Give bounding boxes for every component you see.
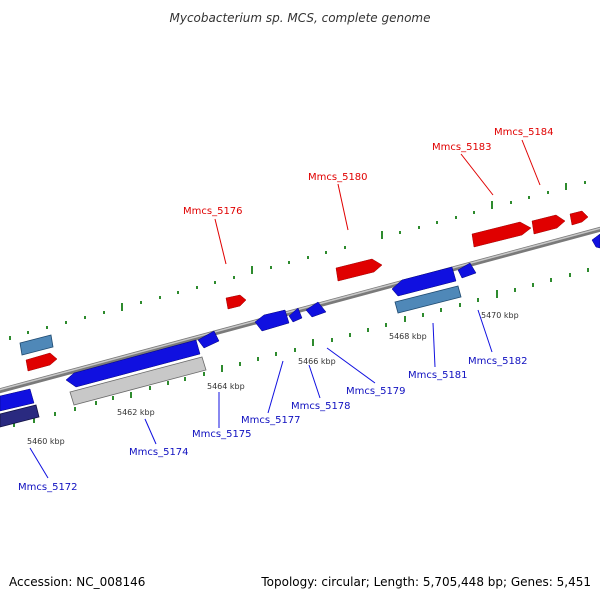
feature-gray[interactable] <box>69 356 207 406</box>
genome-backbone <box>0 226 600 394</box>
gene-mmcs-5172[interactable] <box>0 388 35 412</box>
scale-label: 5470 kbp <box>481 311 519 320</box>
gene-mmcs-5181[interactable] <box>391 266 457 297</box>
reverse-genes <box>0 233 600 412</box>
gene-label[interactable]: Mmcs_5182 <box>468 356 528 367</box>
genome-track: 5460 kbp 5462 kbp 5464 kbp 5466 kbp 5468… <box>0 127 600 493</box>
bottom-leader-lines <box>29 309 493 479</box>
gene-mmcs-5183[interactable] <box>471 221 532 248</box>
gene-label[interactable]: Mmcs_5177 <box>241 415 301 426</box>
gene-left-red[interactable] <box>25 352 58 372</box>
gene-label[interactable]: Mmcs_5176 <box>183 206 243 217</box>
scale-label: 5468 kbp <box>389 332 427 341</box>
accession-text: Accession: NC_008146 <box>9 575 145 589</box>
gene-mmcs-5185[interactable] <box>569 210 589 226</box>
other-features <box>0 285 462 428</box>
gene-mmcs-5182[interactable] <box>457 262 477 279</box>
gene-label[interactable]: Mmcs_5184 <box>494 127 554 138</box>
lower-tick-row <box>13 268 589 427</box>
gene-label[interactable]: Mmcs_5178 <box>291 401 351 412</box>
gene-label[interactable]: Mmcs_5172 <box>18 482 78 493</box>
genome-summary-text: Topology: circular; Length: 5,705,448 bp… <box>260 575 591 589</box>
scale-label: 5460 kbp <box>27 437 65 446</box>
forward-genes <box>25 210 589 372</box>
scale-label: 5464 kbp <box>207 382 245 391</box>
gene-label[interactable]: Mmcs_5180 <box>308 172 368 183</box>
gene-label[interactable]: Mmcs_5179 <box>346 386 406 397</box>
gene-label[interactable]: Mmcs_5175 <box>192 429 252 440</box>
bottom-gene-labels: Mmcs_5172 Mmcs_5174 Mmcs_5175 Mmcs_5177 … <box>18 356 528 493</box>
gene-mmcs-5178[interactable] <box>288 307 303 323</box>
gene-label[interactable]: Mmcs_5174 <box>129 447 189 458</box>
feature-dark[interactable] <box>0 404 40 428</box>
feature-steelblue-right[interactable] <box>394 285 462 314</box>
gene-label[interactable]: Mmcs_5181 <box>408 370 468 381</box>
gene-mmcs-5179[interactable] <box>305 301 327 318</box>
scale-label: 5466 kbp <box>298 357 336 366</box>
top-leader-lines <box>214 139 541 265</box>
gene-mmcs-5175[interactable] <box>197 330 220 349</box>
gene-label[interactable]: Mmcs_5183 <box>432 142 492 153</box>
scale-label: 5462 kbp <box>117 408 155 417</box>
gene-mmcs-5177[interactable] <box>254 309 290 332</box>
genome-title: Mycobacterium sp. MCS, complete genome <box>169 11 430 25</box>
gene-mmcs-5176[interactable] <box>225 294 247 310</box>
scale-labels: 5460 kbp 5462 kbp 5464 kbp 5466 kbp 5468… <box>27 311 519 446</box>
upper-tick-row <box>9 181 586 340</box>
gene-right-blue[interactable] <box>591 233 600 249</box>
top-gene-labels: Mmcs_5176 Mmcs_5180 Mmcs_5183 Mmcs_5184 <box>183 127 554 217</box>
feature-steelblue-left[interactable] <box>19 334 54 356</box>
gene-mmcs-5184[interactable] <box>531 214 566 235</box>
gene-mmcs-5180[interactable] <box>335 258 383 282</box>
gene-mmcs-5174[interactable] <box>65 339 201 388</box>
